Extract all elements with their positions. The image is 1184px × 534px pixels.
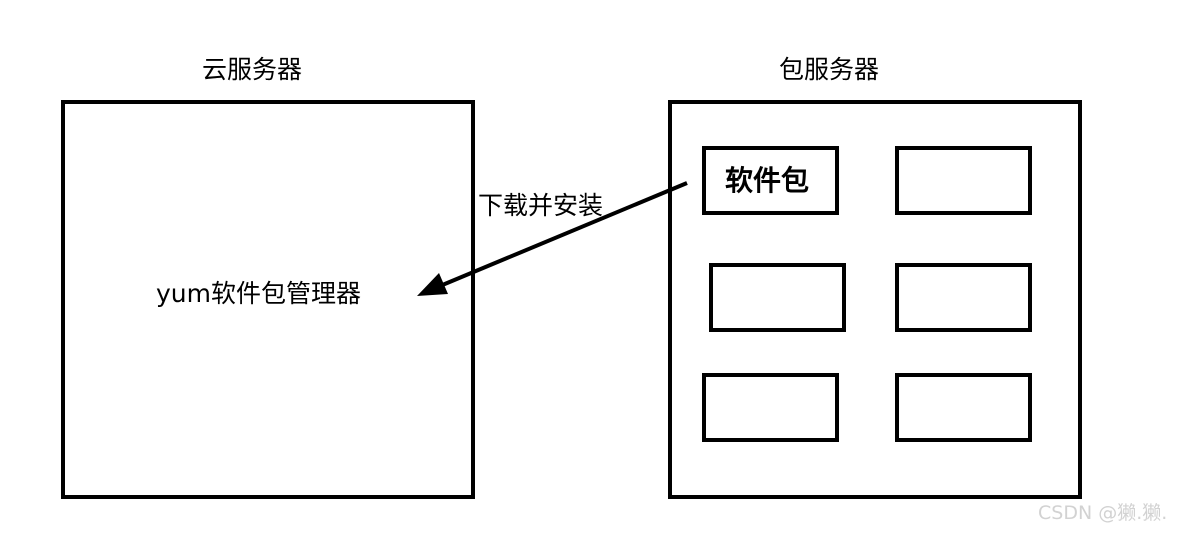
watermark: CSDN @獭.獭. xyxy=(1038,502,1168,524)
package-label: 软件包 xyxy=(725,164,810,197)
package-box-slot xyxy=(709,263,846,332)
download-install-label: 下载并安装 xyxy=(478,191,604,220)
cloud-server-box xyxy=(61,100,475,499)
package-box-slot xyxy=(702,373,839,442)
download-arrow-head xyxy=(417,273,448,296)
package-server-title: 包服务器 xyxy=(779,55,880,84)
package-server-box xyxy=(668,100,1082,499)
yum-manager-label: yum软件包管理器 xyxy=(156,279,361,308)
package-box-main xyxy=(702,146,839,215)
download-arrow-line xyxy=(439,181,688,288)
package-box-slot xyxy=(895,146,1032,215)
package-box-slot xyxy=(895,263,1032,332)
package-box-slot xyxy=(895,373,1032,442)
cloud-server-title: 云服务器 xyxy=(202,55,303,84)
